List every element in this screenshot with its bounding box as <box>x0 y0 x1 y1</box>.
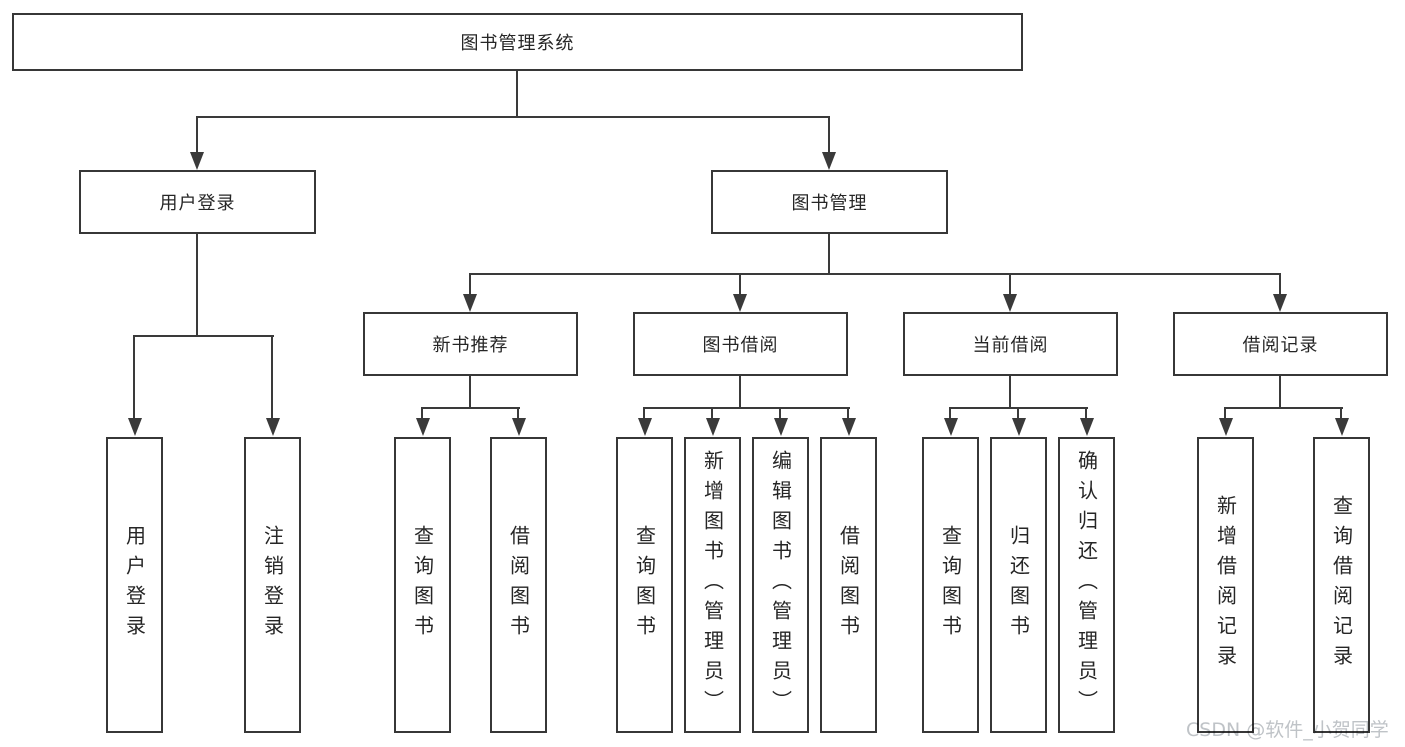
leaf-user-login: 用户登录 <box>106 437 163 733</box>
arrowhead <box>774 418 788 436</box>
node-current-borrow: 当前借阅 <box>903 312 1118 376</box>
node-new-book-recommend-label: 新书推荐 <box>432 335 509 356</box>
node-borrow-record: 借阅记录 <box>1173 312 1388 376</box>
arrowhead <box>416 418 430 436</box>
connector-drop-section <box>1279 273 1281 296</box>
node-new-book-recommend: 新书推荐 <box>363 312 578 376</box>
leaf-borrow-add-admin: 新增图书（管理员） <box>684 437 741 733</box>
connector-drop-leaf <box>1085 407 1087 421</box>
connector-borrow-record-stem <box>1279 376 1281 408</box>
connector-drop-book-mgmt <box>828 116 830 154</box>
leaf-borrow-edit-admin-label: 编辑图书（管理员） <box>768 450 793 720</box>
arrowhead <box>822 152 836 170</box>
arrowhead <box>638 418 652 436</box>
connector-user-login-stem <box>196 234 198 337</box>
arrowhead <box>944 418 958 436</box>
node-book-borrow: 图书借阅 <box>633 312 848 376</box>
arrowhead <box>190 152 204 170</box>
connector-drop-section <box>469 273 471 296</box>
connector-drop-leaf <box>1224 407 1226 421</box>
leaf-current-confirm-admin: 确认归还（管理员） <box>1058 437 1115 733</box>
connector-drop-leaf <box>271 335 273 421</box>
connector-drop-leaf <box>779 407 781 421</box>
connector-drop-leaf <box>949 407 951 421</box>
connector-drop-leaf <box>711 407 713 421</box>
arrowhead <box>128 418 142 436</box>
leaf-borrow-borrow-label: 借阅图书 <box>836 525 861 645</box>
connector-book-borrow-split <box>643 407 850 409</box>
connector-drop-leaf <box>421 407 423 421</box>
leaf-new-book-query-label: 查询图书 <box>410 525 435 645</box>
connector-drop-leaf <box>1017 407 1019 421</box>
arrowhead <box>1273 294 1287 312</box>
node-root: 图书管理系统 <box>12 13 1023 71</box>
connector-drop-leaf <box>847 407 849 421</box>
csdn-watermark: CSDN @软件_小贺同学 <box>1186 719 1389 741</box>
arrowhead <box>1219 418 1233 436</box>
arrowhead <box>463 294 477 312</box>
connector-root-stem <box>516 70 518 117</box>
node-root-label: 图书管理系统 <box>460 33 575 54</box>
connector-book-mgmt-split <box>469 273 1281 275</box>
leaf-current-query-label: 查询图书 <box>938 525 963 645</box>
leaf-borrow-add-admin-label: 新增图书（管理员） <box>700 450 725 720</box>
connector-drop-leaf <box>133 335 135 421</box>
connector-drop-leaf <box>643 407 645 421</box>
connector-drop-leaf <box>517 407 519 421</box>
node-book-mgmt-label: 图书管理 <box>791 193 868 214</box>
arrowhead <box>842 418 856 436</box>
connector-drop-section <box>739 273 741 296</box>
leaf-logout: 注销登录 <box>244 437 301 733</box>
leaf-record-query-label: 查询借阅记录 <box>1329 495 1354 675</box>
arrowhead <box>1335 418 1349 436</box>
leaf-current-return-label: 归还图书 <box>1006 525 1031 645</box>
arrowhead <box>512 418 526 436</box>
node-book-borrow-label: 图书借阅 <box>702 335 779 356</box>
leaf-borrow-query-label: 查询图书 <box>632 525 657 645</box>
leaf-borrow-edit-admin: 编辑图书（管理员） <box>752 437 809 733</box>
leaf-new-book-query: 查询图书 <box>394 437 451 733</box>
leaf-record-add-label: 新增借阅记录 <box>1213 495 1238 675</box>
connector-new-book-split <box>421 407 520 409</box>
node-book-mgmt: 图书管理 <box>711 170 948 234</box>
arrowhead <box>733 294 747 312</box>
arrowhead <box>266 418 280 436</box>
leaf-record-query: 查询借阅记录 <box>1313 437 1370 733</box>
leaf-record-add: 新增借阅记录 <box>1197 437 1254 733</box>
leaf-borrow-borrow: 借阅图书 <box>820 437 877 733</box>
leaf-current-return: 归还图书 <box>990 437 1047 733</box>
connector-user-login-split <box>133 335 274 337</box>
connector-book-mgmt-stem <box>828 234 830 275</box>
connector-borrow-record-split <box>1224 407 1343 409</box>
connector-drop-section <box>1009 273 1011 296</box>
leaf-borrow-query: 查询图书 <box>616 437 673 733</box>
arrowhead <box>1003 294 1017 312</box>
node-user-login-label: 用户登录 <box>159 193 236 214</box>
leaf-new-book-borrow: 借阅图书 <box>490 437 547 733</box>
leaf-logout-label: 注销登录 <box>260 525 285 645</box>
arrowhead <box>1012 418 1026 436</box>
node-borrow-record-label: 借阅记录 <box>1242 335 1319 356</box>
arrowhead <box>706 418 720 436</box>
leaf-current-confirm-admin-label: 确认归还（管理员） <box>1074 450 1099 720</box>
connector-root-split <box>196 116 830 118</box>
connector-new-book-stem <box>469 376 471 408</box>
leaf-user-login-label: 用户登录 <box>122 525 147 645</box>
leaf-current-query: 查询图书 <box>922 437 979 733</box>
leaf-new-book-borrow-label: 借阅图书 <box>506 525 531 645</box>
connector-drop-user-login <box>196 116 198 154</box>
connector-current-borrow-stem <box>1009 376 1011 408</box>
connector-drop-leaf <box>1340 407 1342 421</box>
node-current-borrow-label: 当前借阅 <box>972 335 1049 356</box>
node-user-login: 用户登录 <box>79 170 316 234</box>
connector-book-borrow-stem <box>739 376 741 408</box>
arrowhead <box>1080 418 1094 436</box>
